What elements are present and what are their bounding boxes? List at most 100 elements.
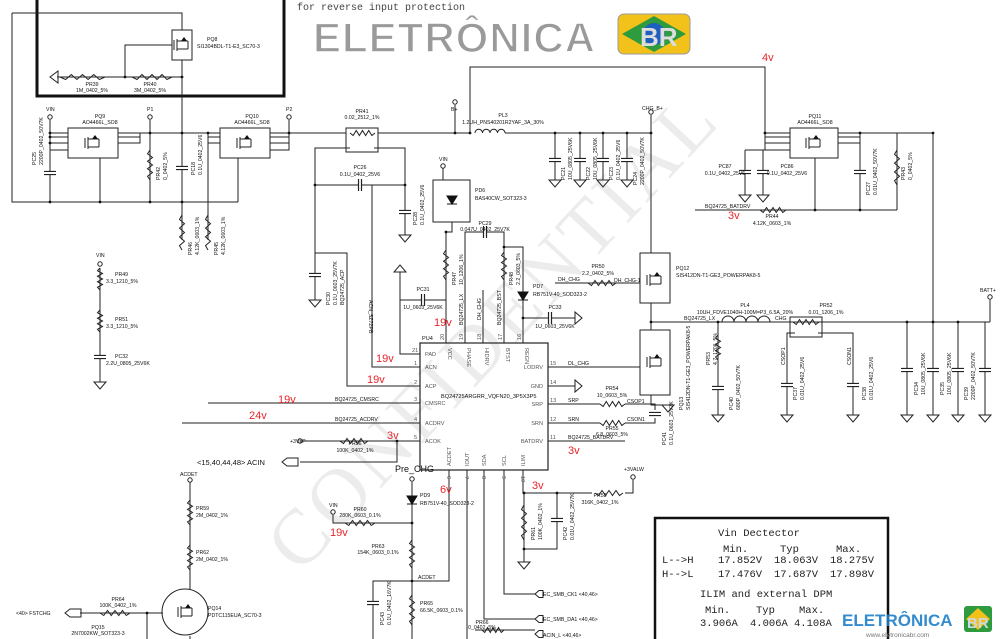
- component-ref: PC34: [914, 382, 920, 395]
- component-value: 10U_0805_25V6K: [921, 352, 927, 395]
- voltage-label: 19v: [330, 527, 348, 539]
- component-value: 2M_0402_1%: [196, 557, 228, 563]
- pc31-capacitor-gap: [422, 294, 424, 306]
- pr43-resistor: [893, 149, 901, 186]
- pc87-capacitor-gap: [739, 171, 751, 173]
- pin-acok: ACOK: [425, 439, 441, 445]
- pin-num-12: 12: [550, 417, 556, 423]
- ilim-col-min: Min.: [705, 605, 730, 617]
- pin-num-17: 17: [498, 334, 504, 340]
- net-batdrv-top: BQ24725_BATDRV: [705, 204, 751, 210]
- batt-port: [987, 294, 993, 300]
- component-ref: PQ14: [208, 606, 221, 612]
- pr58-resistor: [594, 489, 624, 497]
- pr39-offpage-arrow: [49, 70, 59, 84]
- net-bst-v: BQ24725_BST: [497, 289, 503, 325]
- component-value: 4.12K_0603_1%: [195, 216, 201, 255]
- pr48-resistor: [500, 251, 508, 281]
- junction-dot: [453, 131, 457, 135]
- pc39-capacitor: [952, 367, 964, 373]
- junction-dot: [521, 316, 525, 320]
- net-lx: BQ24725_LX: [684, 316, 716, 322]
- pin-num-14: 14: [550, 380, 556, 386]
- component-value: 0_0402_5%: [163, 152, 169, 180]
- pc28-capacitor-gap: [399, 211, 411, 213]
- pq9-body: [67, 127, 119, 159]
- junction-dot: [649, 131, 653, 135]
- col-typ: Typ: [780, 544, 799, 556]
- component-ref: PR55: [606, 426, 619, 432]
- component-ref: PR49: [115, 272, 128, 278]
- junction-dot: [410, 521, 414, 525]
- component-value: 4.12K_0603_1%: [753, 221, 792, 227]
- reverse-protection-box: [35, 0, 286, 98]
- pq8-body: [171, 29, 193, 61]
- junction-dot: [956, 320, 960, 324]
- junction-dot: [502, 245, 506, 249]
- pr63-resistor: [408, 539, 416, 569]
- voltage-label: 24v: [249, 410, 267, 422]
- pin-scl: SCL: [502, 455, 508, 466]
- component-ref: PC32: [115, 354, 128, 360]
- junction-dot: [148, 200, 152, 204]
- junction-dot: [48, 200, 52, 204]
- pr53-resistor: [714, 334, 722, 361]
- component-ref: PC38: [862, 387, 868, 400]
- pc29-capacitor: [482, 226, 488, 238]
- acdet-port: [187, 477, 193, 483]
- pin-sda: SDA: [482, 454, 488, 466]
- vin-detector-border: [653, 516, 890, 639]
- voltage-label: 3v: [568, 445, 580, 457]
- component-value: RB751V-40_SOD323-2: [420, 501, 474, 507]
- component-ref: PR39: [86, 82, 99, 88]
- junction-dot: [931, 320, 935, 324]
- pc32-capacitor: [94, 354, 106, 360]
- component-value: 10U_0805_25V6K: [947, 352, 953, 395]
- component-value: BAS40CW_SOT323-3: [475, 196, 527, 202]
- component-value: 3M_0402_5%: [134, 88, 166, 94]
- row-hl-min: 17.476V: [718, 569, 763, 581]
- net-dl-chg: DL_CHG: [568, 361, 589, 367]
- voltage-label: 19v: [376, 353, 394, 365]
- net-acdrv: BQ24725_ACDRV: [335, 417, 378, 423]
- component-bodies: [67, 29, 839, 636]
- component-ref: PQ11: [809, 114, 822, 120]
- pin-num-21: 21: [412, 348, 418, 354]
- bottom-logo-text: ELETRÔNICA: [842, 611, 953, 630]
- ground-icon: [737, 194, 753, 203]
- pc87-capacitor: [739, 169, 751, 175]
- component-value: 0.01_1206_1%: [809, 310, 844, 316]
- pc41-capacitor: [649, 411, 661, 417]
- pd7-diode: [517, 291, 529, 301]
- vin-pd6-port: [440, 163, 446, 169]
- component-ref: PC87: [719, 164, 732, 170]
- component-value: AO4466L_SO8: [234, 120, 269, 126]
- pc26-capacitor: [357, 179, 363, 191]
- pr41-resistor: [349, 129, 376, 137]
- ground-icon: [977, 414, 993, 423]
- component-value: 0.1U_0402_25V6: [705, 171, 745, 177]
- component-ref: PR48: [509, 272, 515, 285]
- junction-dot: [649, 320, 653, 324]
- net-fstchg: <40> FSTCHG: [16, 611, 51, 617]
- component-ref: PR58: [594, 493, 607, 499]
- pc18-capacitor-gap: [176, 167, 188, 169]
- pc27-capacitor: [854, 169, 866, 175]
- component-ref: PC18: [191, 162, 197, 175]
- component-ref: PC41: [662, 432, 668, 445]
- component-value: 680P_0402_50V7K: [736, 364, 742, 410]
- pr62-resistor: [186, 544, 194, 571]
- junction-dot: [522, 491, 526, 495]
- component-ref: PC33: [549, 305, 562, 311]
- pc31-capacitor: [420, 294, 426, 306]
- symbols: [44, 37, 993, 638]
- pr40-resistor: [131, 73, 173, 81]
- pin-lodrv: LODRV: [524, 365, 543, 371]
- pc22-capacitor: [574, 157, 586, 163]
- component-ref: PR60: [354, 507, 367, 513]
- component-value: 4.12K_0603_1%: [221, 216, 227, 255]
- v3alw-port: [630, 474, 636, 480]
- junction-dot: [763, 131, 767, 135]
- component-value: 0.01U_0402_50V7K: [873, 148, 879, 195]
